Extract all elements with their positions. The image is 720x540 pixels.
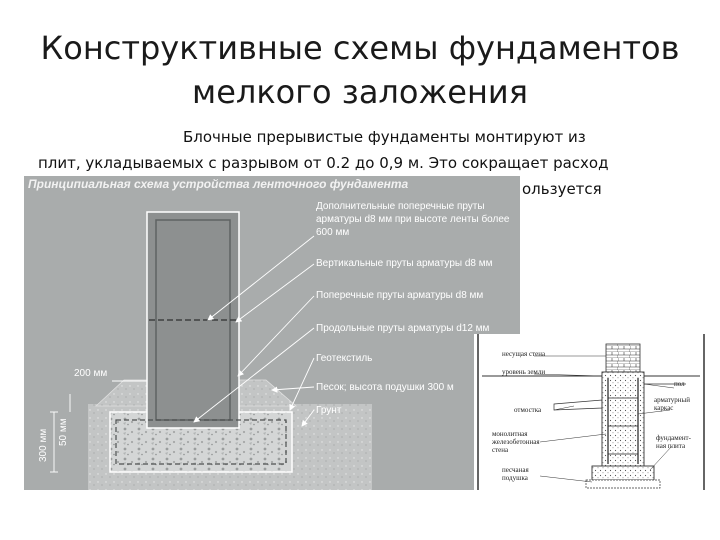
sketch-frame-lines bbox=[477, 334, 705, 490]
rebar-cage bbox=[115, 419, 287, 465]
foundation-sketch: несущая стена уровень земли отмостка мон… bbox=[474, 334, 708, 490]
sketch-label-sand-cushion-line2: подушка bbox=[502, 474, 528, 482]
diagram-title: Принципиальная схема устройства ленточно… bbox=[28, 177, 409, 191]
sketch-label-ground-level: уровень земли bbox=[502, 368, 546, 376]
dim-200mm: 200 мм bbox=[74, 368, 108, 379]
sketch-label-rc-wall-line1: монолитная bbox=[492, 430, 528, 438]
dimension-lines bbox=[50, 380, 147, 473]
sketch-label-rc-wall-line2: железобетонная bbox=[492, 438, 540, 446]
sketch-label-found-slab: фундамент- ная плита bbox=[656, 434, 691, 450]
body-text-line3: ользуется bbox=[522, 180, 602, 198]
sketch-label-rc-wall: монолитная железобетонная стена bbox=[492, 430, 540, 454]
label-geotextile: Геотекстиль bbox=[316, 353, 373, 364]
label-long-rebar: Продольные пруты арматуры d12 мм bbox=[316, 323, 490, 334]
sketch-slab bbox=[585, 465, 661, 489]
sketch-label-floor: пол bbox=[674, 380, 685, 388]
sketch-label-rc-wall-line3: стена bbox=[492, 446, 509, 454]
foundation-diagram: Принципиальная схема устройства ленточно… bbox=[24, 176, 520, 490]
body-text-line2: плит, укладываемых с разрывом от 0.2 до … bbox=[38, 154, 609, 172]
dim-50mm: 50 мм bbox=[58, 418, 69, 446]
sketch-leaders bbox=[533, 355, 675, 483]
sketch-rc-wall bbox=[601, 371, 645, 471]
label-cross-rebar: Поперечные пруты арматуры d8 мм bbox=[316, 290, 484, 301]
sketch-brick-wall bbox=[605, 343, 641, 373]
sketch-label-found-slab-line1: фундамент- bbox=[656, 434, 691, 442]
sketch-label-backfill: отмостка bbox=[514, 406, 542, 414]
body-text-line1: Блочные прерывистые фундаменты монтируют… bbox=[183, 128, 586, 146]
sketch-label-rebar-cage-line1: арматурный bbox=[654, 396, 690, 404]
leader-lines bbox=[193, 235, 315, 427]
slide-title-line1: Конструктивные схемы фундаментов bbox=[40, 29, 680, 67]
dim-300mm: 300 мм bbox=[38, 428, 49, 462]
sketch-label-rebar-cage: арматурный каркас bbox=[654, 396, 690, 412]
label-soil: Грунт bbox=[316, 405, 342, 416]
label-extra-rebar: Дополнительные поперечные пруты арматуры… bbox=[316, 201, 510, 238]
sketch-label-sand-cushion-line1: песчаная bbox=[502, 466, 529, 474]
sketch-label-sand-cushion: песчаная подушка bbox=[502, 466, 529, 482]
slide-title-line2: мелкого заложения bbox=[192, 73, 528, 111]
sketch-label-found-slab-line2: ная плита bbox=[656, 442, 686, 450]
slide-title: Конструктивные схемы фундаментов мелкого… bbox=[0, 26, 720, 114]
sketch-drawing bbox=[477, 334, 705, 490]
foundation-drawing bbox=[50, 211, 372, 490]
label-vertical-rebar: Вертикальные пруты арматуры d8 мм bbox=[316, 258, 493, 269]
foundation-wall bbox=[146, 211, 240, 429]
sketch-label-bearing-wall: несущая стена bbox=[502, 350, 546, 358]
sketch-label-rebar-cage-line2: каркас bbox=[654, 404, 674, 412]
label-sand: Песок; высота подушки 300 м bbox=[316, 382, 454, 393]
